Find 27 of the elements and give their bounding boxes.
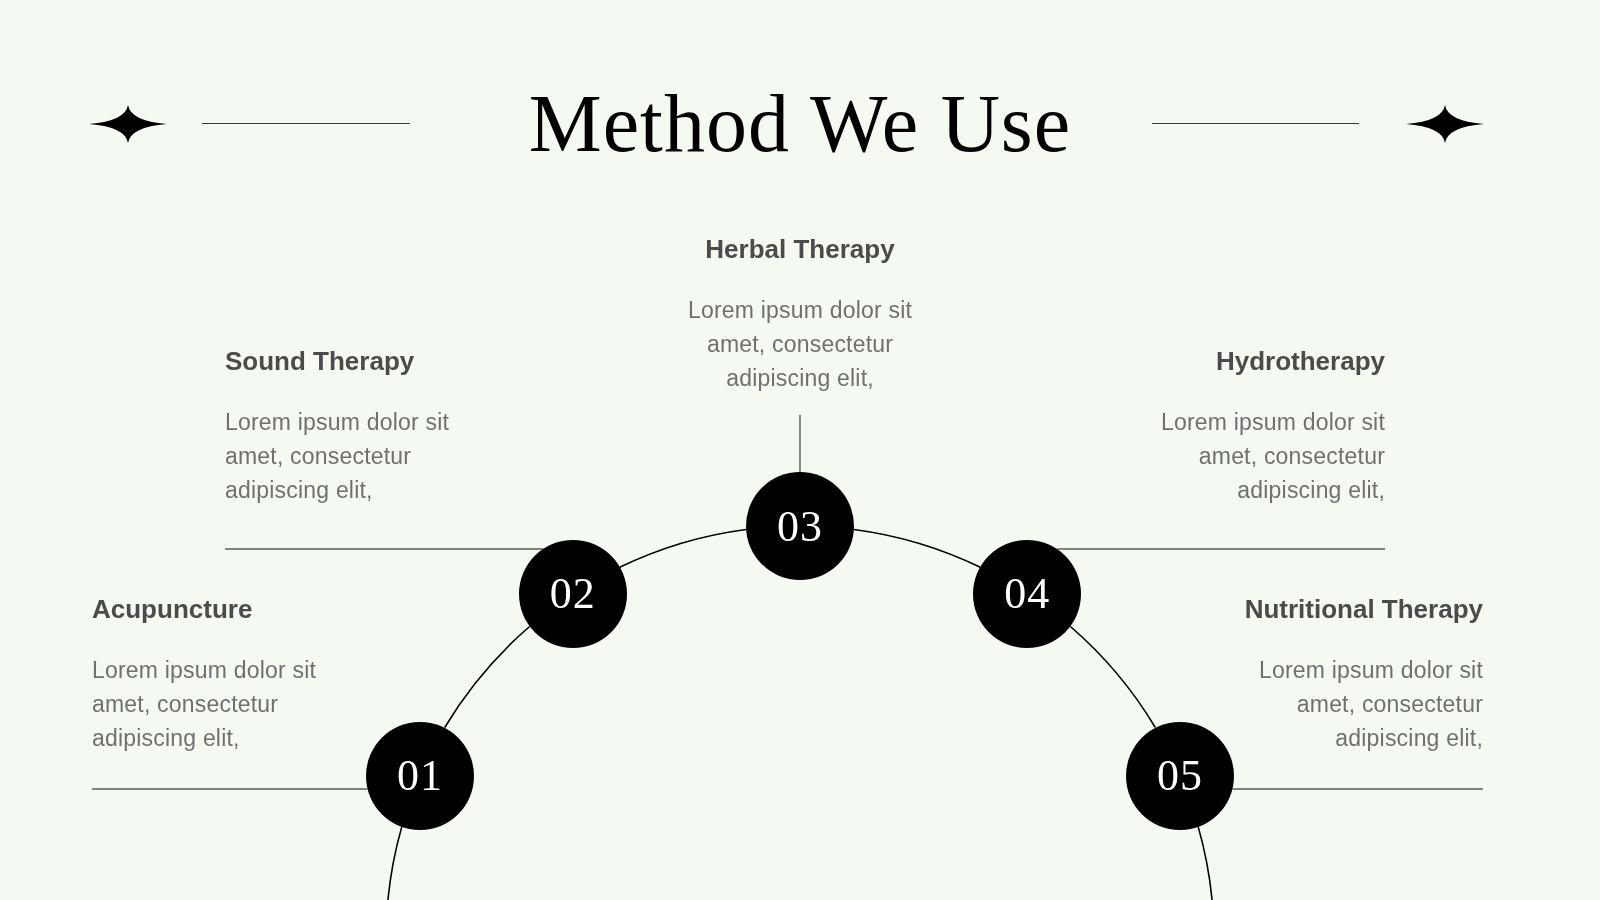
arc-line [387,825,403,900]
step-description: Lorem ipsum dolor sit amet, consectetur adipiscing elit, [92,656,318,753]
arc-line [853,528,982,569]
step-description: Lorem ipsum dolor sit amet, consectetur adipiscing elit, [686,296,914,393]
step-heading: Herbal Therapy [705,233,895,266]
step-description: Lorem ipsum dolor sit amet, consectetur adipiscing elit, [1159,408,1385,505]
leader-line [224,548,544,550]
arc-line [1197,825,1213,900]
leader-line [1056,548,1386,550]
leader-line [1231,788,1484,790]
arc-line [618,528,747,569]
leader-line [91,788,369,790]
step-number-circle: 03 [746,472,854,580]
step-heading: Acupuncture [92,593,253,626]
step-heading: Nutritional Therapy [1244,593,1483,626]
leader-line [799,414,801,473]
step-number-circle: 01 [366,721,475,830]
step-heading: Hydrotherapy [1215,345,1385,378]
arc-line [1069,625,1157,729]
step-number-circle: 02 [518,539,627,648]
step-number-circle: 04 [973,539,1082,648]
title: Method We Use [528,83,1072,165]
step-number-circle: 05 [1125,721,1234,830]
step-heading: Sound Therapy [225,345,415,378]
arc-line [443,625,531,729]
step-description: Lorem ipsum dolor sit amet, consectetur adipiscing elit, [225,408,451,505]
step-description: Lorem ipsum dolor sit amet, consectetur adipiscing elit, [1257,656,1483,753]
